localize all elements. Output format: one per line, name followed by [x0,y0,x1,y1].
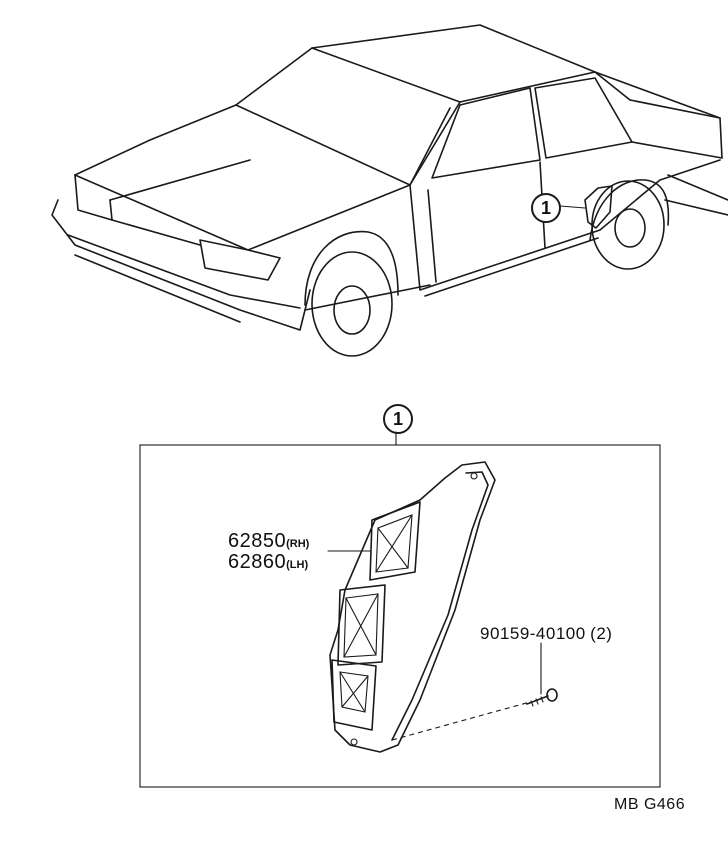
screw-label: 90159-40100 (2) [480,624,612,644]
callout-car-text: 1 [540,197,551,218]
callout-car-marker: 1 [531,193,561,223]
callout-detail-text: 1 [392,408,403,429]
part-lh-number: 62860 [228,551,287,573]
callout-detail-marker: 1 [383,404,413,434]
part-rh-suffix: (RH) [286,538,310,550]
screw-number: 90159-40100 [480,624,586,643]
part-rh-label: 62850(RH) [228,530,309,553]
drawing-code: MB G466 [614,796,686,813]
part-lh-label: 62860(LH) [228,551,308,574]
screw-qty: (2) [590,624,613,643]
part-rh-number: 62850 [228,530,287,552]
part-lh-suffix: (LH) [286,559,309,571]
detail-frame [139,444,661,788]
